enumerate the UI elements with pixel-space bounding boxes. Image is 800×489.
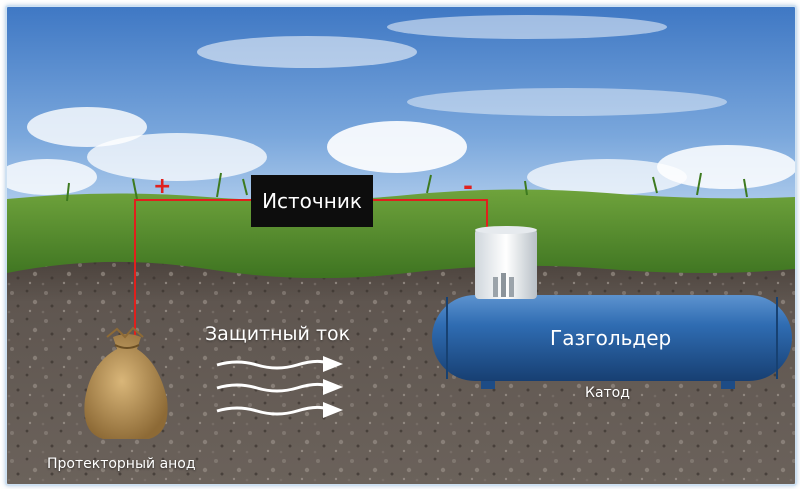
tank-icon (432, 226, 792, 389)
current-arrows (216, 356, 343, 418)
gas-tank-label: Газгольдер (550, 326, 672, 350)
cathode-label: Катод (585, 385, 630, 401)
power-source-box: Источник (251, 175, 373, 227)
minus-terminal-label: - (463, 172, 473, 200)
anode-wire (134, 199, 251, 343)
clouds (7, 15, 795, 195)
power-source-label: Источник (262, 189, 362, 213)
diagram-frame: Источник + - Защитный ток Газгольдер Кат… (5, 5, 797, 486)
grass (7, 189, 795, 279)
arrow-icon (216, 379, 343, 395)
anode-label: Протекторный анод (47, 456, 196, 472)
plus-terminal-label: + (153, 174, 172, 199)
arrow-icon (216, 356, 343, 372)
arrow-icon (216, 402, 343, 418)
scene (7, 7, 795, 484)
sack-icon (84, 326, 168, 439)
protective-current-label: Защитный ток (205, 323, 351, 345)
grass-blades (66, 172, 748, 202)
